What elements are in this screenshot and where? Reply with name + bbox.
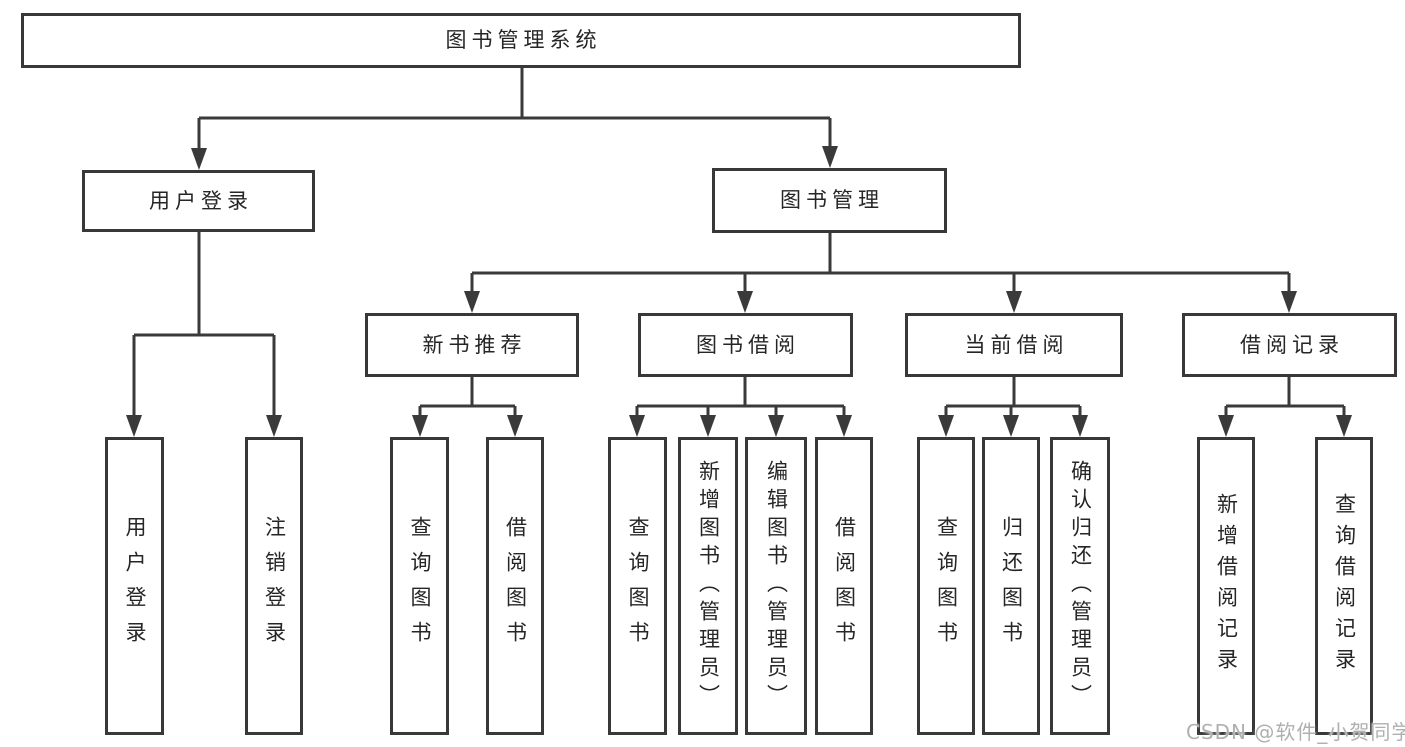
connector-line [197, 67, 832, 150]
node-return-books-label: 归还图书 [999, 516, 1024, 656]
connector-borrow-records-to-leaves [1218, 377, 1352, 437]
node-borrow-books-label: 借阅图书 [832, 516, 857, 656]
node-book-mgmt: 图书管理 [712, 168, 947, 233]
arrowhead [412, 415, 428, 437]
arrowhead [1003, 415, 1019, 437]
connector-line [132, 232, 276, 419]
node-add-books-admin-label: 新增图书（管理员） [696, 460, 721, 712]
node-query-books-rec-label: 查询图书 [408, 516, 432, 656]
arrowhead [464, 291, 480, 313]
node-add-borrow-record-label: 新增借阅记录 [1214, 493, 1239, 679]
csdn-watermark: CSDN @软件_小贺同学 [1186, 720, 1405, 744]
arrowhead [768, 415, 784, 437]
node-user-login-label: 用户登录 [123, 516, 147, 656]
arrowhead [126, 415, 142, 437]
connector-user-login-to-leaves [126, 232, 282, 437]
node-user-login: 用户登录 [105, 437, 164, 735]
node-add-borrow-record: 新增借阅记录 [1197, 437, 1255, 735]
connector-line [418, 377, 517, 419]
arrowhead [1218, 415, 1234, 437]
node-query-books-current: 查询图书 [917, 437, 975, 735]
connector-new-book-rec-to-leaves [412, 377, 523, 437]
node-confirm-return-admin-label: 确认归还（管理员） [1068, 460, 1093, 712]
arrowhead [507, 415, 523, 437]
connector-line [470, 233, 1291, 295]
arrowhead [629, 415, 645, 437]
node-query-borrow-record-label: 查询借阅记录 [1332, 493, 1357, 679]
node-edit-books-admin-label: 编辑图书（管理员） [764, 460, 789, 712]
node-query-books-borrow: 查询图书 [608, 437, 667, 735]
node-root-label: 图书管理系统 [445, 28, 602, 52]
connector-book-borrow-to-leaves [629, 377, 852, 437]
node-borrow-records-label: 借阅记录 [1240, 332, 1344, 357]
arrowhead [737, 291, 753, 313]
node-user-login-group: 用户登录 [82, 170, 315, 232]
node-borrow-records: 借阅记录 [1182, 313, 1397, 377]
arrowhead [1281, 291, 1297, 313]
node-borrow-books-rec: 借阅图书 [486, 437, 544, 735]
connector-book-mgmt-to-level3 [464, 233, 1297, 313]
node-current-borrow-label: 当前借阅 [964, 332, 1069, 357]
arrowhead [266, 415, 282, 437]
arrowhead [1072, 415, 1088, 437]
node-logout: 注销登录 [245, 437, 303, 735]
node-book-borrow-label: 图书借阅 [696, 332, 800, 357]
connector-line [944, 377, 1082, 419]
node-borrow-books-rec-label: 借阅图书 [503, 516, 528, 656]
connector-line [1224, 377, 1346, 419]
node-query-borrow-record: 查询借阅记录 [1315, 437, 1373, 735]
connector-line [635, 377, 846, 419]
node-query-books-borrow-label: 查询图书 [626, 516, 650, 656]
connector-current-borrow-to-leaves [938, 377, 1088, 437]
node-book-borrow: 图书借阅 [638, 313, 853, 377]
arrowhead [1336, 415, 1352, 437]
node-new-book-rec: 新书推荐 [365, 313, 579, 377]
node-new-book-rec-label: 新书推荐 [422, 332, 527, 357]
arrowhead [1006, 291, 1022, 313]
node-return-books: 归还图书 [982, 437, 1040, 735]
node-logout-label: 注销登录 [262, 516, 287, 656]
node-user-login-group-label: 用户登录 [149, 188, 253, 213]
node-query-books-current-label: 查询图书 [934, 516, 959, 656]
node-book-mgmt-label: 图书管理 [780, 188, 884, 212]
arrowhead [938, 415, 954, 437]
node-borrow-books: 借阅图书 [815, 437, 873, 735]
arrowhead [191, 148, 207, 170]
node-current-borrow: 当前借阅 [905, 313, 1123, 377]
connector-root-to-level2 [191, 67, 838, 170]
arrowhead [836, 415, 852, 437]
node-root: 图书管理系统 [21, 13, 1021, 68]
node-confirm-return-admin: 确认归还（管理员） [1050, 437, 1110, 735]
arrowhead [822, 146, 838, 168]
node-add-books-admin: 新增图书（管理员） [678, 437, 738, 735]
node-edit-books-admin: 编辑图书（管理员） [745, 437, 807, 735]
arrowhead [700, 415, 716, 437]
node-query-books-rec: 查询图书 [390, 437, 449, 735]
